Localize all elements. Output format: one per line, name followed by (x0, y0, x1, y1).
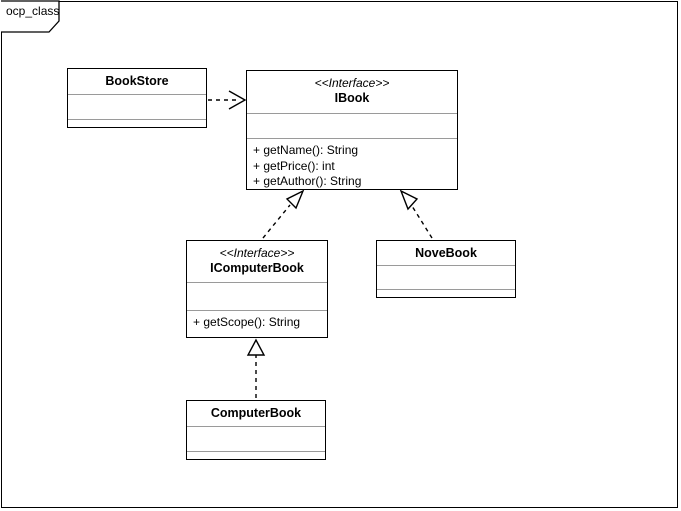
uml-operations-compartment: + getName(): String + getPrice(): int + … (247, 138, 457, 189)
uml-operations-compartment: + getScope(): String (187, 310, 327, 337)
uml-operations-compartment (377, 289, 515, 297)
uml-attributes-compartment (187, 282, 327, 310)
uml-class-header: NoveBook (377, 241, 515, 265)
uml-attributes-compartment (247, 113, 457, 138)
uml-class-ibook[interactable]: <<Interface>> IBook + getName(): String … (246, 70, 458, 190)
uml-operation: + getAuthor(): String (253, 174, 362, 189)
uml-class-header: ComputerBook (187, 401, 325, 426)
uml-class-name: NoveBook (415, 246, 477, 260)
uml-operation: + getScope(): String (193, 315, 301, 330)
uml-operations-compartment (187, 450, 325, 460)
uml-class-bookstore[interactable]: BookStore (67, 68, 207, 128)
uml-class-name: ComputerBook (210, 406, 302, 420)
uml-attributes-compartment (68, 94, 206, 119)
uml-class-computerbook[interactable]: ComputerBook (186, 400, 326, 460)
uml-class-name: IBook (334, 91, 370, 105)
diagram-frame-tab: ocp_class (0, 0, 60, 33)
frame-label: ocp_class (6, 4, 60, 18)
uml-stereotype: <<Interface>> (219, 246, 295, 260)
uml-stereotype: <<Interface>> (314, 76, 390, 90)
uml-attributes-compartment (187, 426, 325, 451)
uml-operation: + getPrice(): int (253, 158, 335, 173)
uml-operation: + getName(): String (253, 143, 359, 158)
frame-tab-shape (1, 0, 60, 33)
uml-operations-compartment (68, 118, 206, 128)
uml-class-novebook[interactable]: NoveBook (376, 240, 516, 298)
uml-class-header: BookStore (68, 69, 206, 94)
uml-class-header: <<Interface>> IBook (247, 71, 457, 113)
uml-class-name: IComputerBook (210, 261, 304, 275)
uml-class-header: <<Interface>> IComputerBook (187, 241, 327, 282)
uml-class-icomputerbook[interactable]: <<Interface>> IComputerBook + getScope()… (186, 240, 328, 338)
uml-class-name: BookStore (105, 74, 169, 88)
uml-attributes-compartment (377, 265, 515, 289)
